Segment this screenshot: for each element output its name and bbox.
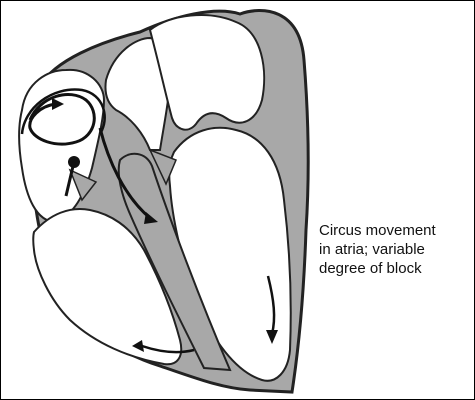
caption-line-2: in atria; variable [319,240,475,259]
caption-line-3: degree of block [319,259,475,278]
diagram-caption: Circus movement in atria; variable degre… [319,221,475,278]
caption-line-1: Circus movement [319,221,475,240]
